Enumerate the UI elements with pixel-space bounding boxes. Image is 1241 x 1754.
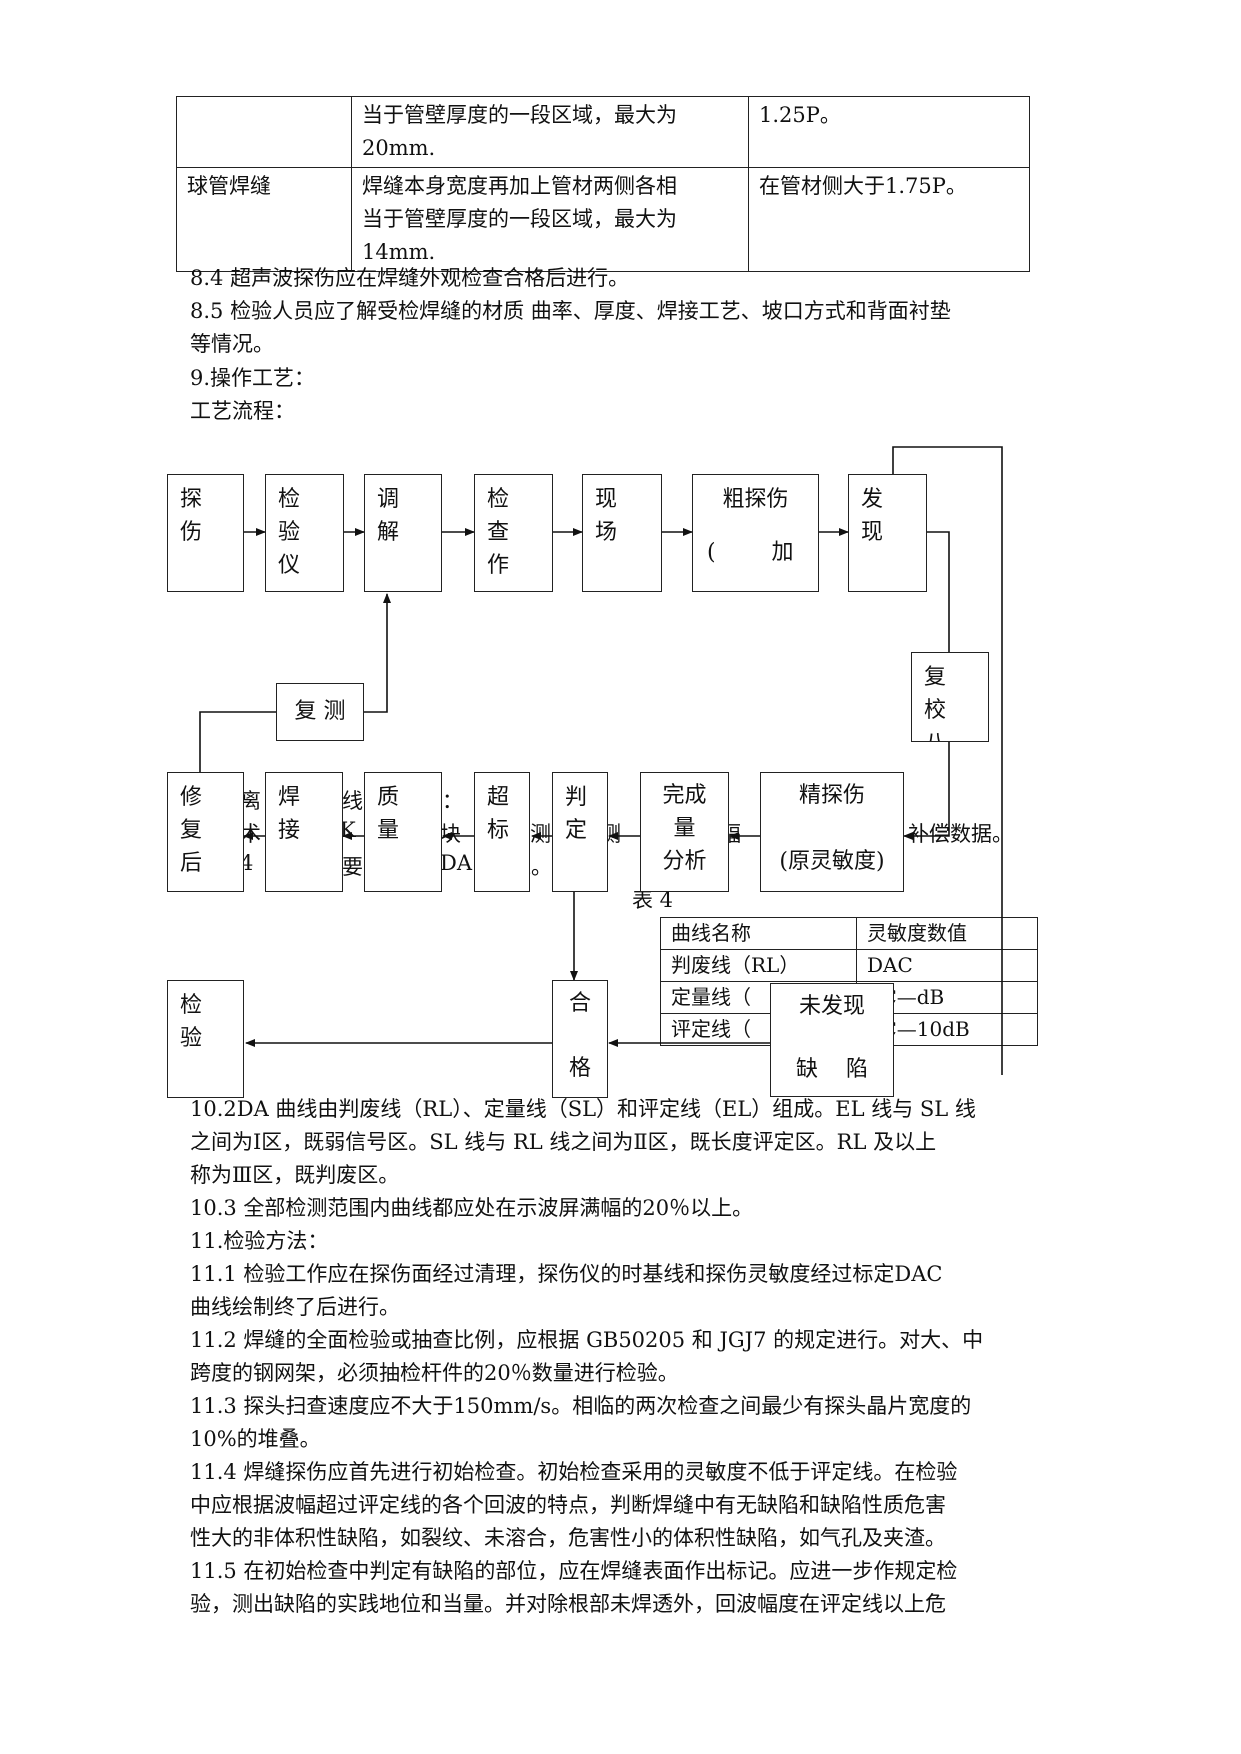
flow-box-zhiliang: 质 量	[364, 772, 442, 892]
flow-box-tiaojie: 调 解	[364, 474, 442, 592]
text-fragment: 离	[240, 789, 261, 813]
flow-box-label: 精探伤	[798, 783, 865, 808]
table-cell: 1.25P。	[748, 96, 1030, 168]
table4-caption: 表 4	[632, 888, 674, 912]
arrow	[364, 593, 391, 713]
paragraph-line: 等情况。	[190, 332, 274, 356]
paragraph-line: 11.4 焊缝探伤应首先进行初始检查。初始检查采用的灵敏度不低于评定线。在检验	[190, 1460, 958, 1484]
flow-box-xiufuhou: 修 复 后	[167, 772, 244, 892]
flow-box-label: ( 加	[707, 540, 794, 565]
flow-box-label: 未发现	[798, 994, 865, 1019]
paragraph-line: 11.检验方法：	[190, 1229, 329, 1253]
flow-box-hege: 合 格	[552, 980, 608, 1098]
top-table: 当于管壁厚度的一段区域，最大为 20mm. 1.25P。 球管焊缝 焊缝本身宽度…	[176, 96, 1030, 272]
paragraph-line: 9.操作工艺：	[190, 366, 316, 390]
flow-box-label: 格	[568, 1056, 591, 1081]
table-row: 球管焊缝 焊缝本身宽度再加上管材两侧各相 当于管壁厚度的一段区域，最大为 14m…	[176, 167, 1030, 272]
connector	[199, 711, 276, 772]
paragraph-line: 11.3 探头扫查速度应不大于150mm/s。相临的两次检查之间最少有探头晶片宽…	[190, 1394, 972, 1418]
paragraph-line: 10.2DA 曲线由判废线（RL）、定量线（SL）和评定线（EL）组成。EL 线…	[190, 1097, 976, 1121]
flow-box-tanshang: 探 伤	[167, 474, 244, 592]
paragraph-line: 8.5 检验人员应了解受检焊缝的材质 曲率、厚度、焊接工艺、坡口方式和背面衬垫	[190, 299, 951, 323]
arrow	[903, 742, 950, 840]
flow-box-panding: 判 定	[552, 772, 608, 892]
table-cell: 灵敏度数值	[856, 917, 1038, 950]
table-row: 曲线名称 灵敏度数值	[660, 917, 1038, 950]
paragraph-line: 称为Ⅲ区，既判废区。	[190, 1163, 400, 1187]
connector	[927, 531, 950, 652]
flow-box-fujiao: 复 校 八	[911, 652, 989, 742]
table-cell: 判废线（RL）	[660, 949, 857, 982]
paragraph-line: 曲线绘制终了后进行。	[190, 1295, 400, 1319]
text-fragment: 补偿数据。	[908, 822, 1013, 846]
flow-box-jingtanshang: 精探伤 (原灵敏度)	[760, 772, 904, 892]
flow-box-jianyanyi: 检 验 仪	[265, 474, 344, 592]
paragraph-line: 工艺流程：	[190, 399, 295, 423]
paragraph-line: 11.1 检验工作应在探伤面经过清理，探伤仪的时基线和探伤灵敏度经过标定DAC	[190, 1262, 943, 1286]
flow-box-fuce: 复 测	[276, 683, 364, 741]
text-fragment: DA	[440, 851, 473, 875]
table-cell: 球管焊缝	[176, 167, 352, 272]
paragraph-line: 跨度的钢网架，必须抽检杆件的20％数量进行检验。	[190, 1361, 679, 1385]
text-fragment: 线	[342, 789, 363, 813]
table-row: 判废线（RL） DAC	[660, 949, 1038, 982]
flow-box-wancheng: 完成 量 分析	[640, 772, 729, 892]
paragraph-line: 8.4 超声波探伤应在焊缝外观检查合格后进行。	[190, 266, 630, 290]
table-cell	[176, 96, 352, 168]
table-cell: DAC	[856, 949, 1038, 982]
flow-box-label: 粗探伤	[722, 487, 789, 512]
table-cell: 焊缝本身宽度再加上管材两侧各相 当于管壁厚度的一段区域，最大为 14mm.	[351, 167, 749, 272]
flow-box-faxian: 发 现	[848, 474, 927, 592]
table-cell: 在管材侧大于1.75P。	[748, 167, 1030, 272]
flow-box-jianchazuo: 检 查 作	[474, 474, 553, 592]
connector	[892, 446, 1003, 1075]
flow-box-chaobiao: 超 标	[474, 772, 530, 892]
flow-box-label: 缺 陷	[796, 1057, 868, 1082]
flow-box-label: 合	[568, 991, 591, 1016]
flow-box-jianyan: 检 验	[167, 980, 244, 1098]
paragraph-line: 性大的非体积性缺陷，如裂纹、未溶合，危害性小的体积性缺陷，如气孔及夹渣。	[190, 1526, 946, 1550]
paragraph-line: 10.3 全部检测范围内曲线都应处在示波屏满幅的20％以上。	[190, 1196, 754, 1220]
paragraph-line: 11.2 焊缝的全面检验或抽查比例，应根据 GB50205 和 JGJ7 的规定…	[190, 1328, 984, 1352]
paragraph-line: 中应根据波幅超过评定线的各个回波的特点，判断焊缝中有无缺陷和缺陷性质危害	[190, 1493, 946, 1517]
flow-box-label: (原灵敏度)	[779, 849, 885, 874]
flow-box-cutanshang: 粗探伤 ( 加	[692, 474, 819, 592]
flow-box-hanjie: 焊 接	[265, 772, 343, 892]
paragraph-line: 10%的堆叠。	[190, 1427, 321, 1451]
paragraph-line: 验，测出缺陷的实践地位和当量。并对除根部未焊透外，回波幅度在评定线以上危	[190, 1592, 946, 1616]
flow-box-xianchang: 现 场	[582, 474, 662, 592]
text-fragment: ：	[442, 789, 463, 813]
flow-box-weifaxian: 未发现 缺 陷	[770, 983, 894, 1097]
paragraph-line: 11.5 在初始检查中判定有缺陷的部位，应在焊缝表面作出标记。应进一步作规定检	[190, 1559, 958, 1583]
paragraph-line: 之间为Ⅰ区，既弱信号区。SL 线与 RL 线之间为Ⅱ区，既长度评定区。RL 及以…	[190, 1130, 937, 1154]
text-fragment: 要	[342, 855, 363, 879]
